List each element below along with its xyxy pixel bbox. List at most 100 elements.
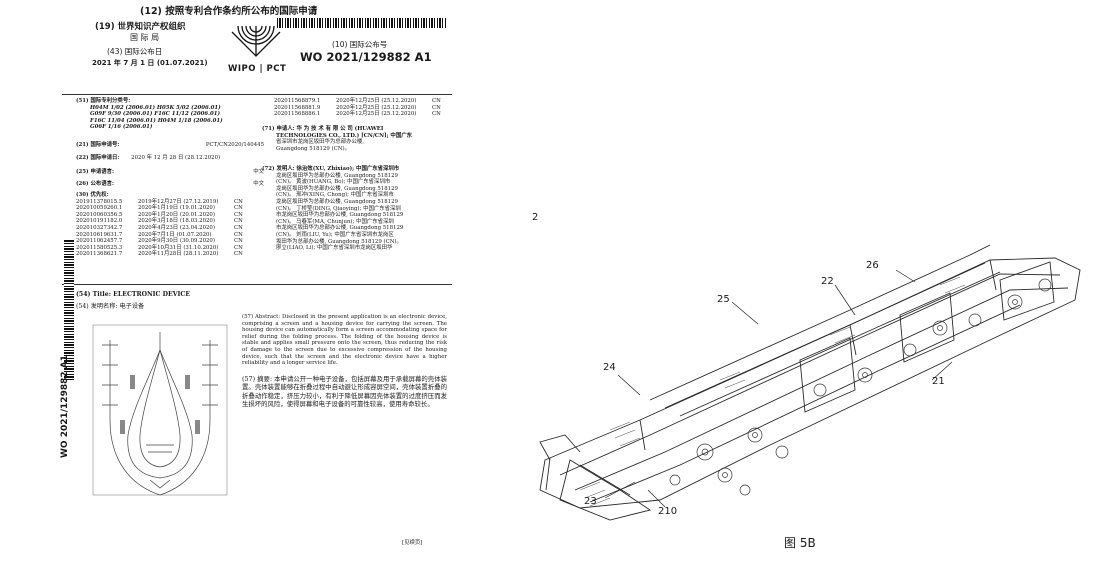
priority-country: CN xyxy=(234,251,243,258)
priority-cont-block: 202011568879.1 2020年12月25日 (25.12.2020) CN… xyxy=(274,98,450,118)
inventor-block: (72) 发明人: 徐治效(XU, Zhixiao); 中国广东省深圳市龙岗区坂… xyxy=(262,166,448,252)
side-barcode xyxy=(64,240,74,380)
priority-number: 202011062457.7 xyxy=(76,238,123,245)
pubdate-label: (43) 国际公布日 xyxy=(107,47,163,56)
callout-26: 26 xyxy=(866,260,879,271)
applicant-line: Guangdong 518129 (CN)。 xyxy=(276,145,350,152)
priority-number: 202011368621.7 xyxy=(76,251,123,258)
title-cn: (54) 发明名称: 电子设备 xyxy=(76,303,145,310)
priority-number: 202010191182.0 xyxy=(76,218,123,225)
priority-date: 2020年7月1日 (01.07.2020) xyxy=(138,231,212,238)
priority-row: 202010060356.5 2020年1月20日 (20.01.2020) CN xyxy=(76,212,266,219)
filing-row: (22) 国际申请日: 2020 年 12 月 28 日 (28.12.2020… xyxy=(76,155,264,162)
top-barcode xyxy=(277,18,447,28)
priority-number: 202011568881.9 xyxy=(274,104,321,111)
inventor-line: (CN)。 马春军(MA, Chunjun); 中国广东省深圳 xyxy=(276,218,394,225)
inventor-line: 廖立(LIAO, Li); 中国广东省深圳市龙岗区坂田华 xyxy=(276,245,393,252)
callout-21: 21 xyxy=(932,376,945,387)
priority-country: CN xyxy=(432,104,441,111)
figure-5b: 2 xyxy=(520,190,1110,560)
app-no-label: (21) 国际申请号: xyxy=(76,142,120,148)
filing-label: (22) 国际申请日: xyxy=(76,155,120,161)
continued-note: [见续页] xyxy=(402,540,423,546)
priority-list: 201911378015.5 2019年12月27日 (27.12.2019) CN… xyxy=(76,199,266,258)
priority-number: 201911378015.5 xyxy=(76,198,123,205)
priority-date: 2020年9月30日 (30.09.2020) xyxy=(138,238,215,245)
priority-row: 202011568879.1 2020年12月25日 (25.12.2020) CN xyxy=(274,98,450,105)
callout-25: 25 xyxy=(717,294,730,305)
inventor-line: 市龙岗区坂田华为总部办公楼, Guangdong 518129 xyxy=(276,225,404,232)
callout-24: 24 xyxy=(603,362,616,373)
priority-date: 2020年3月18日 (18.03.2020) xyxy=(138,218,215,225)
title-rule xyxy=(62,284,452,285)
pub-lang-value: 中文 xyxy=(253,181,264,187)
priority-country: CN xyxy=(234,211,243,218)
app-no-row: (21) 国际申请号: PCT/CN2020/140445 xyxy=(76,142,264,149)
ipc-line: G06F 1/16 (2006.01) xyxy=(90,124,153,131)
priority-country: CN xyxy=(234,224,243,231)
priority-date: 2020年12月25日 (25.12.2020) xyxy=(336,111,417,118)
org-sub: 国 际 局 xyxy=(130,33,160,42)
priority-country: CN xyxy=(234,218,243,225)
inventor-line: (72) 发明人: 徐治效(XU, Zhixiao); 中国广东省深圳市 xyxy=(262,166,400,172)
priority-country: CN xyxy=(432,98,441,104)
priority-row: 202010327342.7 2020年4月23日 (23.04.2020) CN xyxy=(76,225,266,232)
side-pub-number: WO 2021/129882 A1 xyxy=(60,355,70,458)
org-name: (19) 世界知识产权组织 xyxy=(95,22,186,32)
app-no-value: PCT/CN2020/140445 xyxy=(205,142,264,148)
pubno-label: (10) 国际公布号 xyxy=(332,40,388,49)
inventor-line: (CN)。 刘雨(LIU, Yu); 中国广东省深圳市龙岗区 xyxy=(276,231,394,238)
priority-number: 202010619631.7 xyxy=(76,231,123,238)
lang-label: (25) 申请语言: xyxy=(76,169,115,175)
priority-cont-list: 202011568879.1 2020年12月25日 (25.12.2020) CN… xyxy=(274,98,450,118)
device-drawing xyxy=(539,244,1081,521)
priority-number: 202011580525.3 xyxy=(76,244,123,251)
inventor-line: (CN)。 邢冲(XING, Chong); 中国广东省深圳市 xyxy=(276,192,394,199)
priority-number: 202011568879.1 xyxy=(274,98,321,104)
applicant-line: (71) 申请人: 华 为 技 术 有 限 公 司 (HUAWEI xyxy=(262,126,384,132)
callout-22: 22 xyxy=(821,276,834,287)
lang-row: (25) 申请语言: 中文 xyxy=(76,169,264,176)
inventor-line: 龙岗区坂田华为总部办公楼, Guangdong 518129 xyxy=(276,198,398,205)
priority-date: 2020年10月31日 (31.10.2020) xyxy=(138,244,219,251)
priority-label: (30) 优先权: xyxy=(76,192,109,198)
priority-date: 2020年12月25日 (25.12.2020) xyxy=(336,104,417,111)
abstract-cn: (57) 摘要: 本申请公开一种电子设备，包括屏幕及用于承载屏幕的壳体装置。壳体… xyxy=(242,375,447,409)
filing-value: 2020 年 12 月 28 日 (28.12.2020) xyxy=(131,155,221,161)
priority-country: CN xyxy=(234,205,243,212)
priority-country: CN xyxy=(234,244,243,251)
priority-number: 202010059260.1 xyxy=(76,205,123,212)
inventor-list: (72) 发明人: 徐治效(XU, Zhixiao); 中国广东省深圳市龙岗区坂… xyxy=(262,166,448,252)
header-title: (12) 按照专利合作条约所公布的国际申请 xyxy=(140,6,318,17)
inventor-line: (CN)。 丁桥莹(DING, Qiaoying); 中国广东省深圳 xyxy=(276,205,401,212)
priority-number: 202010327342.7 xyxy=(76,224,123,231)
pub-lang-label: (26) 公布语言: xyxy=(76,181,115,187)
priority-row: 202010619631.7 2020年7月1日 (01.07.2020) CN xyxy=(76,232,266,239)
abstract-en: (57) Abstract: Disclosed in the present … xyxy=(242,314,447,367)
priority-row: 202010191182.0 2020年3月18日 (18.03.2020) CN xyxy=(76,218,266,225)
callout-23: 23 xyxy=(584,496,597,507)
inventor-line: 龙岗区坂田华为总部办公楼, Guangdong 518129 xyxy=(276,172,398,179)
applicant-line: 省深圳市龙岗区坂田华为总部办公楼, xyxy=(276,139,364,146)
priority-country: CN xyxy=(234,231,243,238)
patent-front-page: (12) 按照专利合作条约所公布的国际申请 (19) 世界知识产权组织 国 际 … xyxy=(62,0,452,560)
wipo-logo-text: WIPO | PCT xyxy=(228,64,287,74)
pubdate-value: 2021 年 7 月 1 日 (01.07.2021) xyxy=(92,59,208,67)
ref-label-2: 2 xyxy=(532,212,539,223)
priority-date: 2019年12月27日 (27.12.2019) xyxy=(138,198,219,205)
priority-block: (30) 优先权: 201911378015.5 2019年12月27日 (27.… xyxy=(76,192,266,258)
ipc-label: (51) 国际专利分类号: xyxy=(76,98,131,104)
lang-value: 中文 xyxy=(253,169,264,175)
ipc-line: F16C 11/04 (2006.01) H04M 1/18 (2006.01) xyxy=(90,117,223,124)
priority-date: 2020年1月20日 (20.01.2020) xyxy=(138,211,215,218)
applicant-block: (71) 申请人: 华 为 技 术 有 限 公 司 (HUAWEI TECHNO… xyxy=(262,126,448,152)
priority-number: 202010060356.5 xyxy=(76,211,123,218)
priority-date: 2020年12月25日 (25.12.2020) xyxy=(336,98,417,104)
ipc-block: (51) 国际专利分类号: H04M 1/02 (2006.01) H05K 5… xyxy=(76,98,266,131)
priority-row: 202011580525.3 2020年10月31日 (31.10.2020) CN xyxy=(76,245,266,252)
priority-date: 2020年4月23日 (23.04.2020) xyxy=(138,224,215,231)
